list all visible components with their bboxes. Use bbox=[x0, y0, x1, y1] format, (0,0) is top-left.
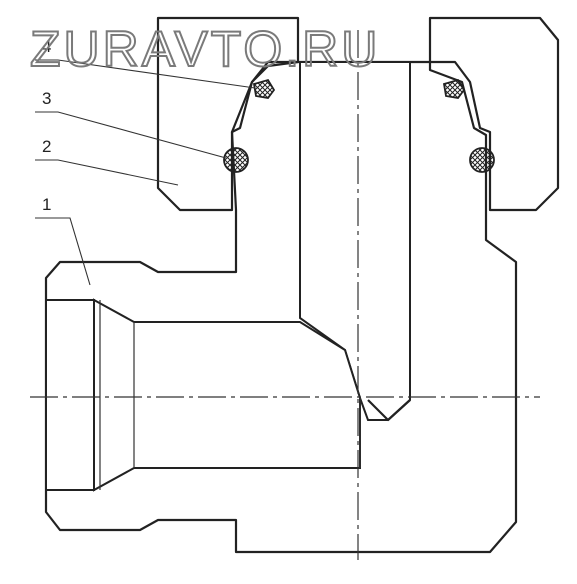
part-label-2: 2 bbox=[42, 137, 51, 156]
leader-2 bbox=[35, 159, 179, 186]
part-label-1: 1 bbox=[42, 195, 51, 214]
seal-ring-left bbox=[252, 78, 276, 99]
part-label-4: 4 bbox=[42, 37, 51, 56]
nut-left bbox=[156, 16, 300, 212]
nut-right bbox=[428, 16, 560, 212]
fitting-body bbox=[44, 60, 518, 554]
o-ring-right bbox=[469, 147, 495, 173]
seal-ring-right bbox=[442, 78, 466, 99]
leader-4 bbox=[35, 59, 256, 89]
leader-1 bbox=[35, 217, 91, 286]
part-label-3: 3 bbox=[42, 89, 51, 108]
watermark-text: ZURAVTO.RU bbox=[30, 21, 380, 77]
leader-3 bbox=[35, 111, 227, 159]
o-ring-left bbox=[223, 147, 249, 173]
